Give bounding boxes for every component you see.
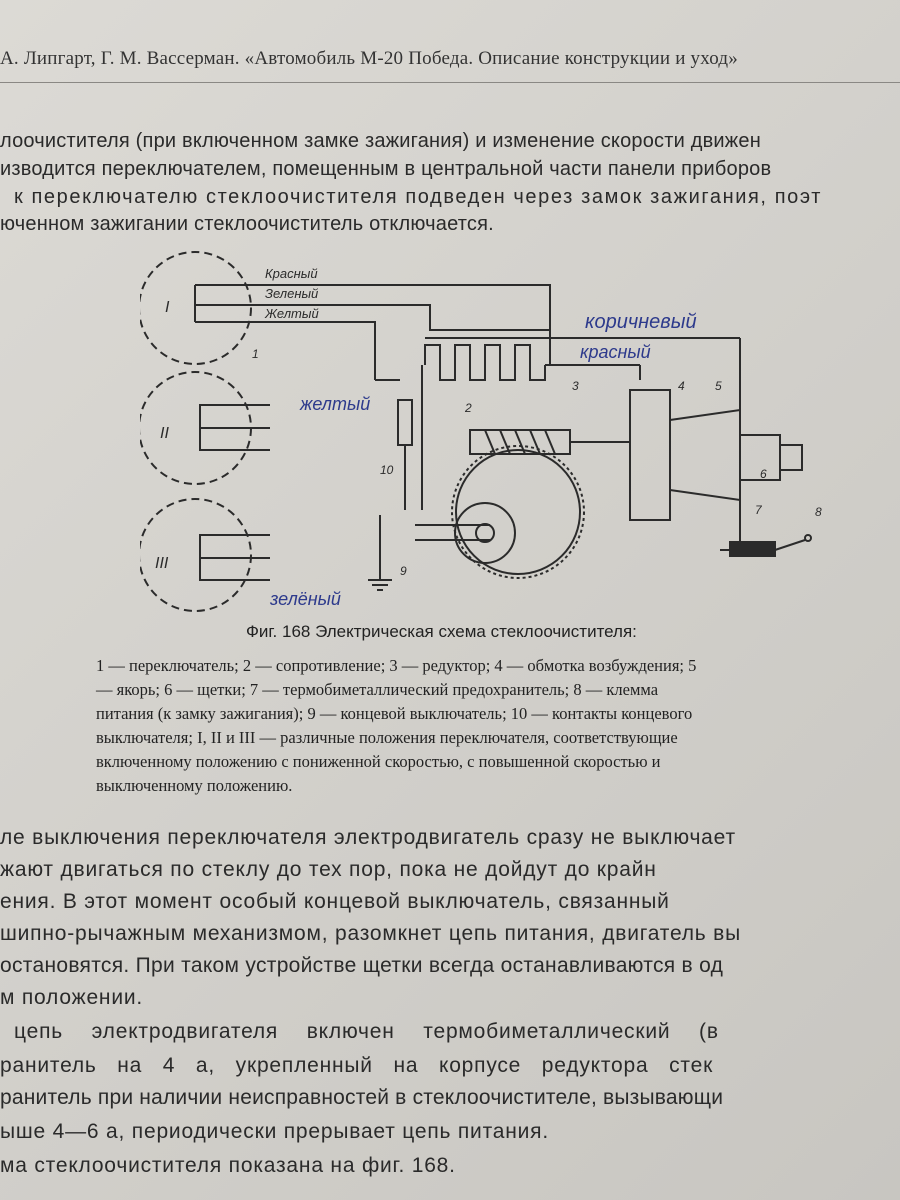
limit-switch-contacts — [397, 399, 413, 446]
figure-legend: 1 — переключатель; 2 — сопротивление; 3 … — [96, 654, 876, 798]
power-terminal — [804, 534, 812, 542]
legend-line: — якорь; 6 — щетки; 7 — термобиметалличе… — [96, 680, 659, 699]
part-number: 2 — [464, 401, 472, 415]
part-number: 5 — [715, 379, 722, 393]
field-winding — [629, 389, 671, 521]
resistor — [424, 344, 546, 381]
wire-green — [195, 304, 550, 331]
paragraph-bottom-line: м положении. — [0, 986, 144, 1009]
paragraph-bottom-line: остановятся. При таком устройстве щетки … — [0, 954, 724, 977]
part-number: 6 — [760, 467, 767, 481]
handwritten-red: красный — [580, 342, 651, 362]
part-number: 10 — [380, 463, 394, 477]
wire-label-red: Красный — [265, 266, 318, 281]
wire-red — [195, 284, 551, 365]
paragraph-bottom-line: ма стеклоочистителя показана на фиг. 168… — [0, 1154, 456, 1177]
running-header: А. Липгарт, Г. М. Вассерман. «Автомобиль… — [0, 48, 738, 69]
legend-line: питания (к замку зажигания); 9 — концево… — [96, 704, 693, 723]
part-number: 3 — [572, 379, 579, 393]
paragraph-bottom-line: шипно-рычажным механизмом, разомкнет цеп… — [0, 922, 741, 945]
paragraph-top-line: юченном зажигании стеклоочиститель отклю… — [0, 213, 494, 235]
paragraph-bottom-line: ыше 4—6 а, периодически прерывает цепь п… — [0, 1120, 549, 1143]
switch-position-i — [140, 251, 252, 365]
armature — [669, 408, 741, 502]
legend-line: выключенному положению. — [96, 776, 293, 795]
paragraph-top-line: к переключателю стеклоочистителя подведе… — [14, 186, 823, 208]
paragraph-bottom-line: ранитель при наличии неисправностей в ст… — [0, 1086, 724, 1109]
legend-line: выключателя; I, II и III — различные пол… — [96, 728, 678, 747]
switch-position-iii — [140, 498, 252, 612]
paragraph-bottom-line: ения. В этот момент особый концевой выкл… — [0, 890, 670, 913]
handwritten-green: зелёный — [269, 589, 341, 609]
paragraph-bottom-line: ранитель на 4 а, укрепленный на корпусе … — [0, 1054, 714, 1077]
legend-line: включенному положению с пониженной скоро… — [96, 752, 661, 771]
part-number: 1 — [252, 347, 259, 361]
paragraph-bottom-line: жают двигаться по стеклу до тех пор, пок… — [0, 858, 657, 881]
position-label-ii: II — [160, 425, 169, 442]
position-label-iii: III — [155, 555, 169, 572]
paragraph-top-line: лоочистителя (при включенном замке зажиг… — [0, 130, 761, 152]
part-number: 4 — [678, 379, 685, 393]
figure-caption: Фиг. 168 Электрическая схема стеклоочист… — [246, 622, 637, 641]
brushes — [779, 444, 803, 471]
handwritten-brown: коричневый — [585, 311, 697, 333]
wire-label-yellow: Желтый — [264, 306, 319, 321]
part-number: 7 — [755, 503, 763, 517]
paragraph-bottom-line: ле выключения переключателя электродвига… — [0, 826, 736, 849]
wiper-circuit-diagram: Красный Зеленый Желтый I II III 1 2 3 4 … — [140, 251, 822, 612]
reducer-gear — [455, 449, 581, 575]
paragraph-top-line: изводится переключателем, помещенным в ц… — [0, 158, 772, 180]
handwritten-yellow: желтый — [299, 394, 370, 414]
paragraph-bottom-line: цепь электродвигателя включен термобимет… — [14, 1020, 719, 1043]
part-number: 9 — [400, 564, 407, 578]
thermo-fuse — [729, 541, 776, 557]
header-rule — [0, 82, 900, 83]
wire-yellow — [195, 321, 376, 380]
legend-line: 1 — переключатель; 2 — сопротивление; 3 … — [96, 656, 697, 675]
part-number: 8 — [815, 505, 822, 519]
wire-label-green: Зеленый — [265, 286, 318, 301]
position-label-i: I — [165, 299, 170, 316]
